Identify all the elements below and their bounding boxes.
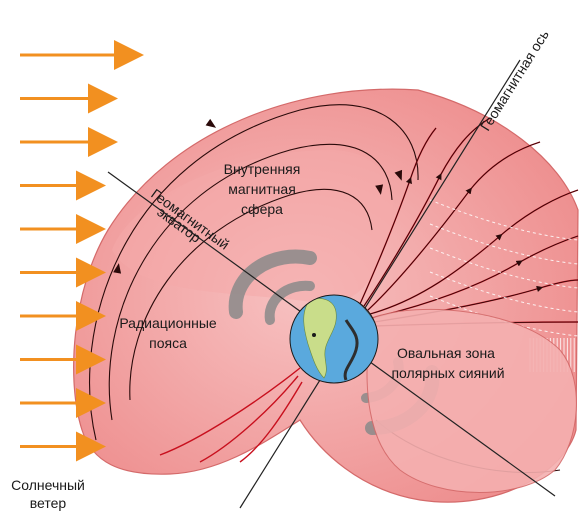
inner-magnetosphere-label-line2: магнитная	[228, 181, 296, 197]
geomagnetic-axis-label: Геомагнитная ось	[477, 27, 552, 134]
earth-location-dot	[312, 333, 316, 337]
field-direction-arrow	[206, 119, 219, 131]
solar-wind-label-line2: ветер	[30, 495, 67, 511]
auroral-oval-label-line1: Овальная зона	[397, 345, 495, 361]
inner-magnetosphere-label-line1: Внутренняя	[224, 161, 301, 177]
auroral-oval-label-line2: полярных сияний	[391, 365, 504, 381]
solar-wind-label-line1: Солнечный	[11, 477, 85, 493]
radiation-belts-label-line2: пояса	[149, 335, 187, 351]
inner-magnetosphere-label-line3: сфера	[241, 201, 283, 217]
radiation-belts-label-line1: Радиационные	[119, 315, 217, 331]
